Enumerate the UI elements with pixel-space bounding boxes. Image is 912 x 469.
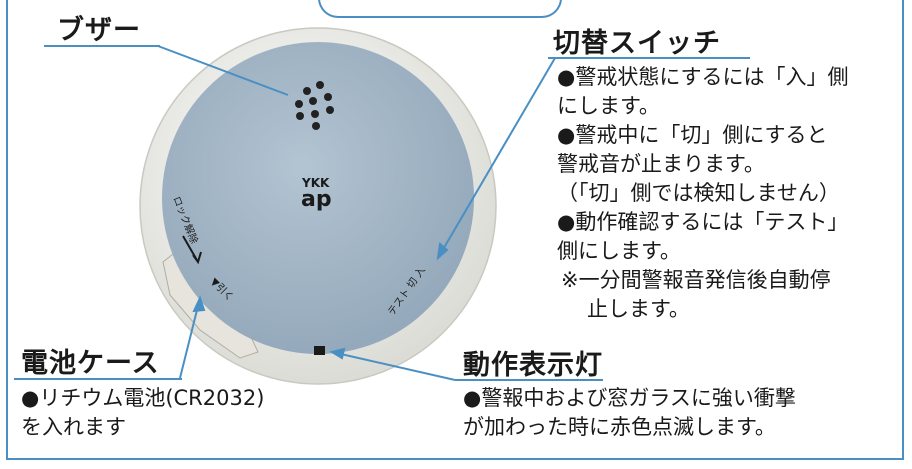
switch-desc-line: ※一分間警報音発信後自動停	[561, 268, 831, 292]
indicator-label: 動作表示灯	[463, 350, 603, 381]
battery-desc-line: を入れます	[21, 415, 126, 439]
indicator-leader-line	[331, 351, 456, 381]
logo-ykk: YKK	[301, 176, 330, 190]
buzzer-leader-line	[157, 45, 289, 96]
battery-case-label: 電池ケース	[21, 348, 160, 379]
switch-desc-line: 警戒音が止まります。	[557, 152, 765, 176]
buzzer-underline	[44, 45, 160, 47]
switch-leader-line	[437, 57, 556, 259]
switch-underline	[548, 57, 750, 59]
switch-description: ●警戒状態にするには「入」側 にします。 ●警戒中に「切」側にすると 警戒音が止…	[557, 63, 849, 324]
switch-desc-line: ●警戒状態にするには「入」側	[557, 65, 849, 89]
logo-ap: ap	[301, 187, 332, 212]
panel-frame	[6, 0, 904, 460]
battery-description: ●リチウム電池(CR2032) を入れます	[21, 384, 264, 442]
lock-release-arrow-icon	[182, 235, 202, 265]
switch-desc-line: ●警戒中に「切」側にすると	[557, 123, 828, 147]
battery-case-underline	[14, 378, 182, 380]
indicator-arrow-icon	[329, 347, 346, 360]
switch-desc-line: 止します。	[587, 297, 690, 321]
switch-desc-line: （「切」側では検知しません）	[557, 181, 840, 205]
switch-label: 切替スイッチ	[553, 28, 721, 59]
switch-desc-line: 側にします。	[557, 239, 681, 263]
indicator-description: ●警報中および窓ガラスに強い衝撃 が加わった時に赤色点滅します。	[463, 384, 796, 442]
indicator-desc-line: ●警報中および窓ガラスに強い衝撃	[463, 386, 796, 410]
switch-desc-line: ●動作確認するには「テスト」	[557, 210, 849, 234]
device-face	[162, 42, 474, 354]
indicator-desc-line: が加わった時に赤色点滅します。	[463, 415, 776, 439]
battery-arrow-icon	[192, 295, 206, 313]
switch-arrow-icon	[436, 242, 449, 261]
buzzer-holes	[295, 81, 334, 130]
battery-desc-line: ●リチウム電池(CR2032)	[21, 386, 265, 410]
buzzer-label: ブザー	[57, 15, 141, 46]
indicator-led	[314, 346, 325, 355]
switch-desc-line: にします。	[557, 94, 660, 118]
indicator-underline	[455, 379, 603, 381]
